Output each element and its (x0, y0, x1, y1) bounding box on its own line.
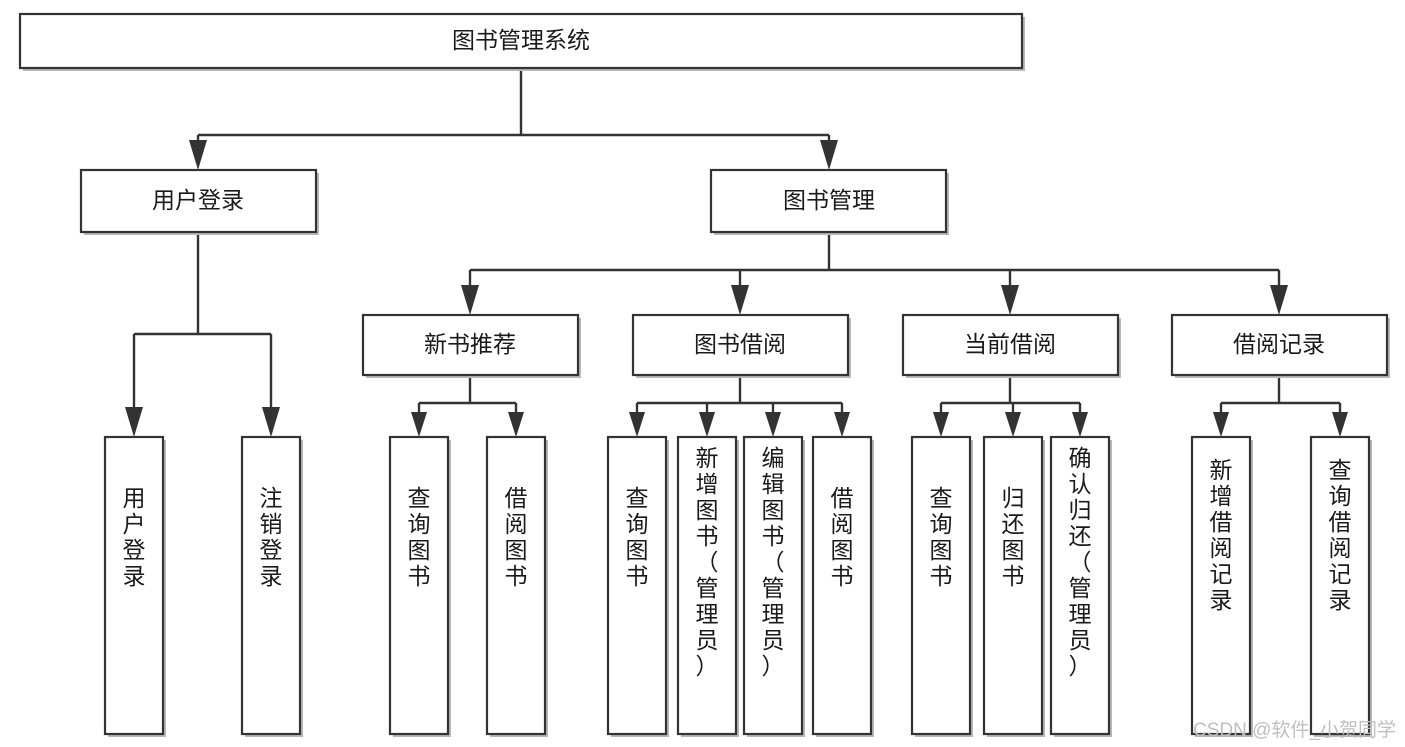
arrow-head-leaf-borrow-edit (765, 412, 781, 437)
connector-layer (125, 68, 1348, 437)
node-leaf-borrow-query-rect[interactable] (606, 435, 668, 736)
node-leaf-rec-add-label: 新增借阅记录 (1210, 457, 1233, 613)
arrow-head-leaf-rec-query (411, 412, 427, 437)
arrow-head-leaf-cur-query (933, 412, 949, 437)
node-leaf-borrow-add-label: 新增图书（管理员） (696, 445, 719, 679)
node-leaf-rec-query-rect[interactable] (388, 435, 450, 736)
arrow-head-leaf-user-logout (262, 407, 280, 437)
arrow-head-borrow-record (1270, 285, 1288, 315)
arrow-head-leaf-borrow-lend (834, 412, 850, 437)
arrow-head-leaf-borrow-query (629, 412, 645, 437)
node-leaf-user-login-rect[interactable] (103, 435, 165, 736)
node-leaf-cur-return-rect[interactable] (982, 435, 1044, 736)
arrow-head-book-borrow (731, 285, 749, 315)
node-leaf-rec-add[interactable]: 新增借阅记录 (1190, 435, 1253, 737)
node-leaf-user-logout[interactable]: 注销登录 (240, 435, 303, 737)
node-current-borrow[interactable]: 当前借阅 (901, 313, 1121, 378)
node-new-book-rec-rect[interactable] (361, 313, 580, 377)
arrow-head-leaf-rec-borrow (508, 412, 524, 437)
node-leaf-cur-confirm-rect[interactable] (1049, 435, 1111, 736)
node-leaf-rec-search[interactable]: 查询借阅记录 (1309, 435, 1372, 737)
node-leaf-borrow-query-label: 查询图书 (626, 485, 649, 589)
node-book-borrow-label: 图书借阅 (694, 331, 786, 357)
node-new-book-rec-label: 新书推荐 (424, 331, 516, 357)
node-user-login-label: 用户登录 (152, 187, 244, 213)
arrow-head-user-login (189, 140, 207, 170)
node-root-rect[interactable] (18, 12, 1024, 70)
arrow-head-book-mgmt (820, 140, 838, 170)
arrow-head-leaf-rec-add (1213, 412, 1229, 437)
node-leaf-user-login[interactable]: 用户登录 (103, 435, 166, 737)
node-borrow-record-rect[interactable] (1170, 313, 1389, 377)
node-leaf-rec-search-rect[interactable] (1309, 435, 1371, 736)
node-book-mgmt[interactable]: 图书管理 (709, 168, 949, 235)
node-leaf-cur-confirm[interactable]: 确认归还（管理员） (1049, 435, 1112, 737)
arrow-head-new-book-rec (461, 285, 479, 315)
node-borrow-record-label: 借阅记录 (1233, 331, 1325, 357)
node-leaf-rec-add-rect[interactable] (1190, 435, 1252, 736)
node-current-borrow-rect[interactable] (901, 313, 1120, 377)
node-root[interactable]: 图书管理系统 (18, 12, 1025, 71)
node-user-login-rect[interactable] (79, 168, 318, 234)
node-leaf-rec-borrow-rect[interactable] (485, 435, 547, 736)
arrow-head-leaf-borrow-add (699, 412, 715, 437)
node-leaf-rec-search-label: 查询借阅记录 (1329, 457, 1352, 613)
node-leaf-user-logout-rect[interactable] (240, 435, 302, 736)
node-borrow-record[interactable]: 借阅记录 (1170, 313, 1390, 378)
node-leaf-borrow-add-rect[interactable] (676, 435, 738, 736)
node-leaf-cur-return[interactable]: 归还图书 (982, 435, 1045, 737)
node-user-login[interactable]: 用户登录 (79, 168, 319, 235)
node-leaf-borrow-edit-rect[interactable] (742, 435, 804, 736)
node-leaf-user-login-label: 用户登录 (123, 485, 146, 589)
arrow-head-current-borrow (1001, 285, 1019, 315)
node-current-borrow-label: 当前借阅 (964, 331, 1056, 357)
node-leaf-borrow-query[interactable]: 查询图书 (606, 435, 669, 737)
node-book-mgmt-label: 图书管理 (783, 187, 875, 213)
node-leaf-cur-return-label: 归还图书 (1002, 485, 1025, 589)
node-root-label: 图书管理系统 (452, 27, 590, 53)
arrow-head-leaf-user-login (125, 407, 143, 437)
node-leaf-borrow-add[interactable]: 新增图书（管理员） (676, 435, 739, 737)
node-leaf-rec-query-label: 查询图书 (408, 485, 431, 589)
node-book-borrow[interactable]: 图书借阅 (631, 313, 851, 378)
node-leaf-cur-query-label: 查询图书 (930, 485, 953, 589)
node-leaf-borrow-lend[interactable]: 借阅图书 (811, 435, 874, 737)
node-leaf-cur-confirm-label: 确认归还（管理员） (1069, 445, 1092, 679)
node-leaf-borrow-edit-label: 编辑图书（管理员） (762, 445, 785, 679)
node-leaf-cur-query-rect[interactable] (910, 435, 972, 736)
node-leaf-cur-query[interactable]: 查询图书 (910, 435, 973, 737)
node-leaf-rec-query[interactable]: 查询图书 (388, 435, 451, 737)
node-leaf-rec-borrow[interactable]: 借阅图书 (485, 435, 548, 737)
csdn-watermark: CSDN @软件_小贺同学 (1193, 719, 1396, 741)
arrow-head-leaf-rec-search (1332, 412, 1348, 437)
arrow-head-leaf-cur-confirm (1072, 412, 1088, 437)
node-leaf-borrow-lend-rect[interactable] (811, 435, 873, 736)
arrow-head-leaf-cur-return (1005, 412, 1021, 437)
node-leaf-borrow-edit[interactable]: 编辑图书（管理员） (742, 435, 805, 737)
node-book-borrow-rect[interactable] (631, 313, 850, 377)
node-new-book-rec[interactable]: 新书推荐 (361, 313, 581, 378)
node-book-mgmt-rect[interactable] (709, 168, 948, 234)
node-leaf-borrow-lend-label: 借阅图书 (831, 485, 854, 589)
node-leaf-user-logout-label: 注销登录 (260, 485, 283, 589)
node-leaf-rec-borrow-label: 借阅图书 (505, 485, 528, 589)
